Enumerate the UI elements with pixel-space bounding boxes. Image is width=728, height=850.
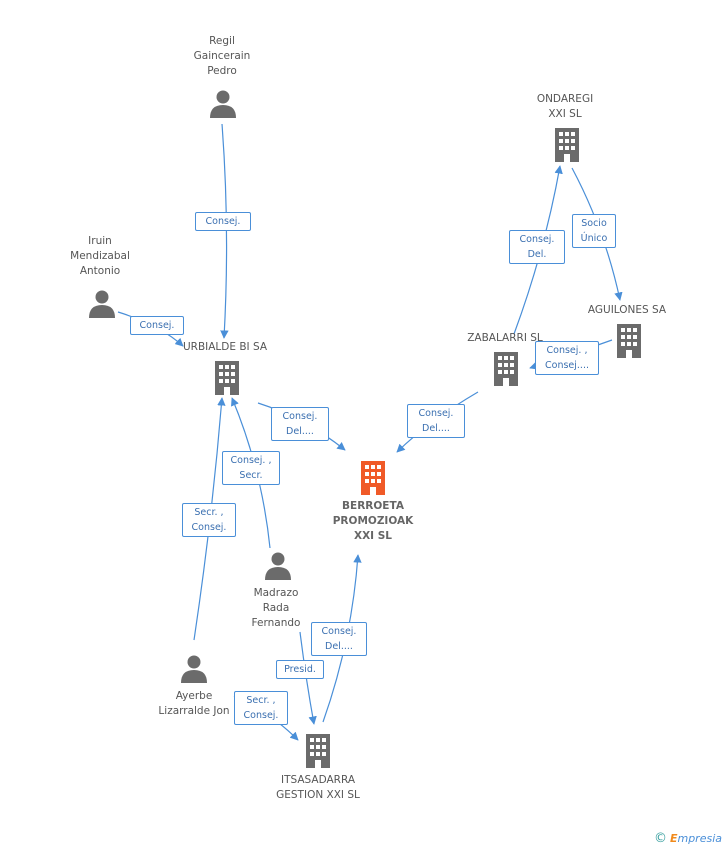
edge-label: Consej. Del.... bbox=[407, 404, 465, 438]
node-label-ondaregi[interactable]: ONDAREGI XXI SL bbox=[536, 93, 594, 120]
person-icon[interactable] bbox=[209, 89, 237, 118]
person-icon[interactable] bbox=[88, 289, 116, 318]
node-label-urbialde[interactable]: URBIALDE BI SA bbox=[182, 341, 268, 353]
edge-label: Consej. Del. bbox=[509, 230, 565, 264]
edge-label: Secr. , Consej. bbox=[234, 691, 288, 725]
edge-label: Socio Único bbox=[572, 214, 616, 248]
building-icon[interactable] bbox=[492, 352, 520, 386]
node-label-aguilones[interactable]: AGUILONES SA bbox=[587, 304, 667, 316]
edge-regil-urbialde bbox=[220, 123, 229, 339]
person-icon[interactable] bbox=[180, 654, 208, 683]
building-icon-focus[interactable] bbox=[359, 461, 387, 495]
node-label-berroeta[interactable]: BERROETA PROMOZIOAK XXI SL bbox=[332, 500, 414, 542]
logo-text: mpresia bbox=[677, 832, 722, 845]
building-icon[interactable] bbox=[615, 324, 643, 358]
edge-label: Consej. bbox=[195, 212, 251, 231]
edge-label: Presid. bbox=[276, 660, 324, 679]
node-label-iruin[interactable]: Iruin Mendizabal Antonio bbox=[70, 235, 130, 277]
node-label-regil[interactable]: Regil Gaincerain Pedro bbox=[193, 35, 251, 77]
logo-e: E bbox=[669, 832, 678, 845]
copyright-icon: © bbox=[653, 831, 667, 846]
building-icon[interactable] bbox=[304, 734, 332, 768]
edge-label: Consej. , Consej.... bbox=[535, 341, 599, 375]
building-icon[interactable] bbox=[213, 361, 241, 395]
empresia-logo[interactable]: ©Empresia bbox=[654, 831, 722, 846]
node-label-madrazo[interactable]: Madrazo Rada Fernando bbox=[251, 587, 301, 629]
edge-label: Secr. , Consej. bbox=[182, 503, 236, 537]
person-icon[interactable] bbox=[264, 551, 292, 580]
building-icon[interactable] bbox=[553, 128, 581, 162]
edge-label: Consej. bbox=[130, 316, 184, 335]
node-label-ayerbe[interactable]: Ayerbe Lizarralde Jon bbox=[158, 690, 230, 717]
edge-label: Consej. Del.... bbox=[311, 622, 367, 656]
edge-label: Consej. Del.... bbox=[271, 407, 329, 441]
edge-label: Consej. , Secr. bbox=[222, 451, 280, 485]
edge-madrazo-itsasadarra bbox=[299, 631, 317, 725]
node-label-itsasadarra[interactable]: ITSASADARRA GESTION XXI SL bbox=[276, 774, 360, 801]
